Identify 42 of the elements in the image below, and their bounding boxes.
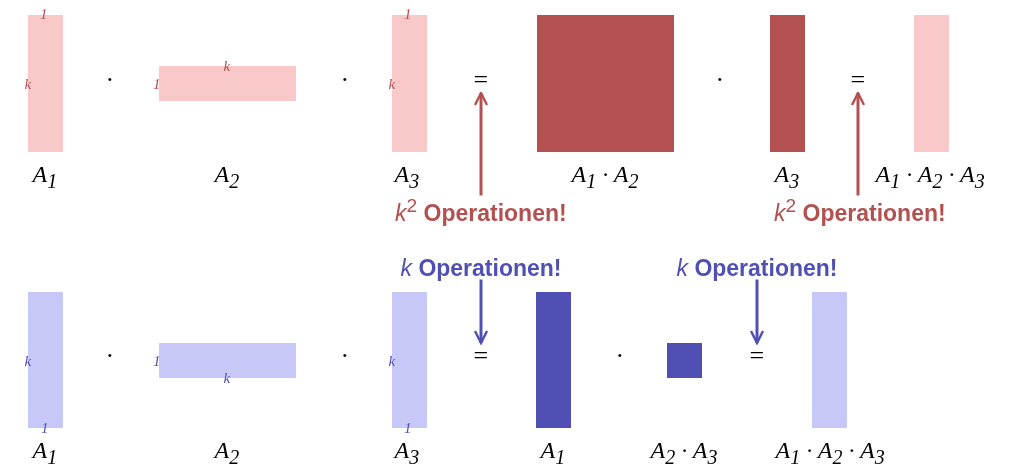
annotation-text: k Operationen!: [400, 256, 562, 280]
matrix-label: A$_{3}$: [394, 437, 420, 465]
matrix-label: A$_{1}$ · A$_{2}$: [571, 161, 639, 191]
matrix-label: A$_{1}$ · A$_{2}$ · A$_{3}$: [775, 437, 885, 465]
multiplication-dot: ·: [105, 67, 115, 93]
equals-sign: =: [473, 343, 489, 369]
dimension-label: k: [388, 76, 396, 92]
matrix-label: A$_{1}$: [32, 437, 58, 465]
multiplication-dot: ·: [340, 343, 350, 369]
matrix-label: A$_{1}$ · A$_{2}$ · A$_{3}$: [875, 161, 985, 191]
equals-sign: =: [850, 67, 866, 93]
matrix-label: A$_{3}$: [774, 161, 800, 191]
annotation-text: k$^{2}$ Operationen!: [395, 195, 567, 225]
arrow: [749, 279, 765, 345]
arrow: [850, 91, 866, 196]
multiplication-dot: ·: [340, 67, 350, 93]
multiplication-dot: ·: [715, 67, 725, 93]
matrix-label: A$_{1}$: [540, 437, 566, 465]
dimension-label: 1: [153, 76, 161, 92]
matrix-label: A$_{3}$: [394, 161, 420, 191]
annotation-text: k$^{2}$ Operationen!: [774, 195, 946, 225]
dimension-label: k: [24, 76, 32, 92]
matrix-label: A$_{2}$: [214, 437, 240, 465]
equals-sign: =: [749, 343, 765, 369]
arrow: [473, 91, 489, 196]
matrix-label: A$_{2}$ · A$_{3}$: [650, 437, 718, 465]
multiplication-dot: ·: [105, 343, 115, 369]
dimension-label: 1: [404, 420, 412, 436]
dimension-label: k: [223, 370, 231, 386]
annotation-text: k Operationen!: [676, 256, 838, 280]
dimension-label: 1: [41, 420, 49, 436]
dimension-label: 1: [153, 353, 161, 369]
dimension-label: 1: [404, 6, 412, 22]
matrix-label: A$_{1}$: [32, 161, 58, 191]
dimension-label: 1: [40, 6, 48, 22]
matrix-label: A$_{2}$: [214, 161, 240, 191]
dimension-label: k: [223, 58, 231, 74]
multiplication-dot: ·: [615, 343, 625, 369]
dimension-label: k: [24, 353, 32, 369]
equals-sign: =: [473, 67, 489, 93]
dimension-label: k: [388, 353, 396, 369]
arrow: [473, 279, 489, 345]
